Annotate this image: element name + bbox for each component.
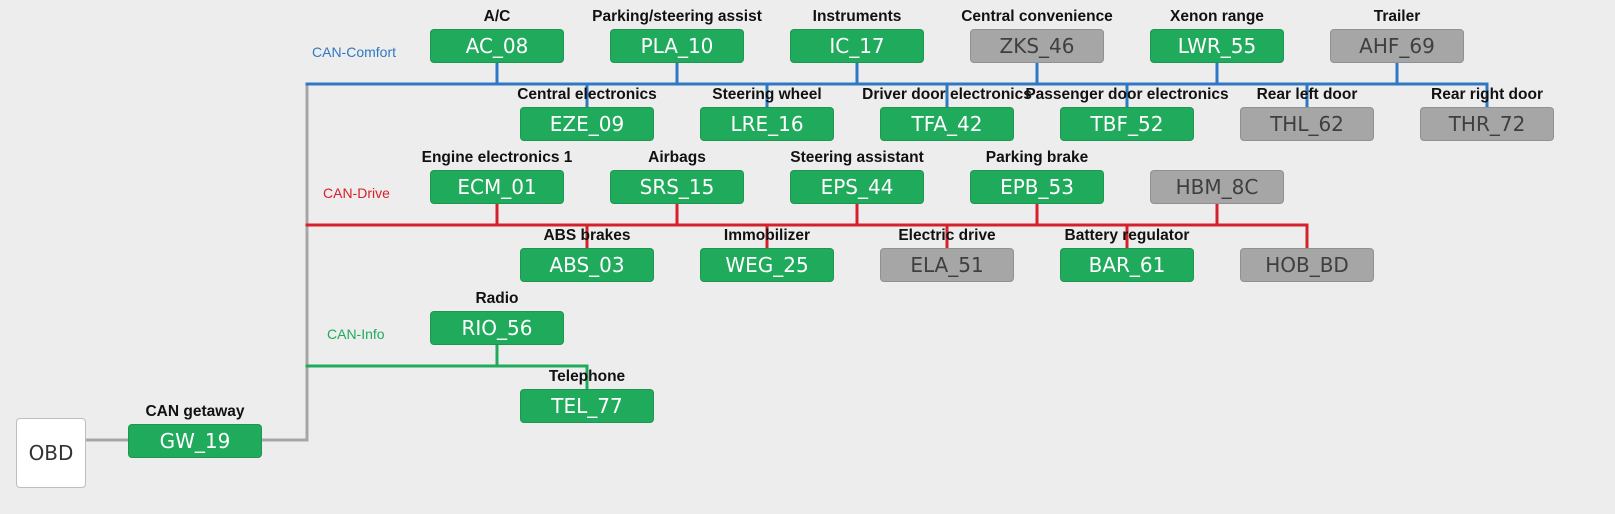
ecu-caption-srs-15: Airbags (648, 149, 706, 166)
ecu-ecm-01[interactable]: ECM_01 (430, 170, 564, 204)
ecu-caption-ic-17: Instruments (812, 8, 902, 25)
ecu-ahf-69[interactable]: AHF_69 (1330, 29, 1464, 63)
ecu-caption-ahf-69: Trailer (1373, 8, 1421, 25)
ecu-caption-thl-62: Rear left door (1256, 86, 1358, 103)
ecu-gw-19[interactable]: GW_19 (128, 424, 262, 458)
ecu-caption-thr-72: Rear right door (1431, 86, 1543, 103)
ecu-caption-weg-25: Immobilizer (723, 227, 811, 244)
ecu-srs-15[interactable]: SRS_15 (610, 170, 744, 204)
ecu-lre-16[interactable]: LRE_16 (700, 107, 834, 141)
ecu-caption-eze-09: Central electronics (517, 86, 657, 103)
ecu-tel-77[interactable]: TEL_77 (520, 389, 654, 423)
ecu-eze-09[interactable]: EZE_09 (520, 107, 654, 141)
ecu-caption-eps-44: Steering assistant (790, 149, 924, 166)
obd-port[interactable]: OBD (16, 418, 86, 488)
ecu-tbf-52[interactable]: TBF_52 (1060, 107, 1194, 141)
ecu-eps-44[interactable]: EPS_44 (790, 170, 924, 204)
ecu-caption-ecm-01: Engine electronics 1 (421, 149, 573, 166)
ecu-caption-gw-19: CAN getaway (145, 403, 245, 420)
ecu-ac-08[interactable]: AC_08 (430, 29, 564, 63)
ecu-caption-rio-56: Radio (475, 290, 519, 307)
ecu-caption-ela-51: Electric drive (898, 227, 996, 244)
ecu-caption-tbf-52: Passenger door electronics (1025, 86, 1229, 103)
ecu-thr-72[interactable]: THR_72 (1420, 107, 1554, 141)
ecu-lwr-55[interactable]: LWR_55 (1150, 29, 1284, 63)
ecu-hob-bd[interactable]: HOB_BD (1240, 248, 1374, 282)
ecu-caption-abs-03: ABS brakes (543, 227, 631, 244)
ecu-caption-pla-10: Parking/steering assist (592, 8, 762, 25)
bus-label-info: CAN-Info (327, 326, 385, 342)
ecu-ela-51[interactable]: ELA_51 (880, 248, 1014, 282)
ecu-ic-17[interactable]: IC_17 (790, 29, 924, 63)
ecu-caption-ac-08: A/C (483, 8, 511, 25)
ecu-pla-10[interactable]: PLA_10 (610, 29, 744, 63)
ecu-bar-61[interactable]: BAR_61 (1060, 248, 1194, 282)
ecu-rio-56[interactable]: RIO_56 (430, 311, 564, 345)
ecu-caption-zks-46: Central convenience (961, 8, 1113, 25)
ecu-caption-tel-77: Telephone (548, 368, 626, 385)
ecu-thl-62[interactable]: THL_62 (1240, 107, 1374, 141)
ecu-caption-lwr-55: Xenon range (1170, 8, 1264, 25)
ecu-caption-tfa-42: Driver door electronics (862, 86, 1032, 103)
ecu-zks-46[interactable]: ZKS_46 (970, 29, 1104, 63)
ecu-caption-lre-16: Steering wheel (712, 86, 822, 103)
bus-label-drive: CAN-Drive (323, 185, 390, 201)
ecu-abs-03[interactable]: ABS_03 (520, 248, 654, 282)
ecu-tfa-42[interactable]: TFA_42 (880, 107, 1014, 141)
ecu-hbm-8c[interactable]: HBM_8C (1150, 170, 1284, 204)
ecu-weg-25[interactable]: WEG_25 (700, 248, 834, 282)
ecu-caption-bar-61: Battery regulator (1064, 227, 1190, 244)
ecu-caption-epb-53: Parking brake (985, 149, 1089, 166)
bus-label-comfort: CAN-Comfort (312, 44, 397, 60)
ecu-epb-53[interactable]: EPB_53 (970, 170, 1104, 204)
